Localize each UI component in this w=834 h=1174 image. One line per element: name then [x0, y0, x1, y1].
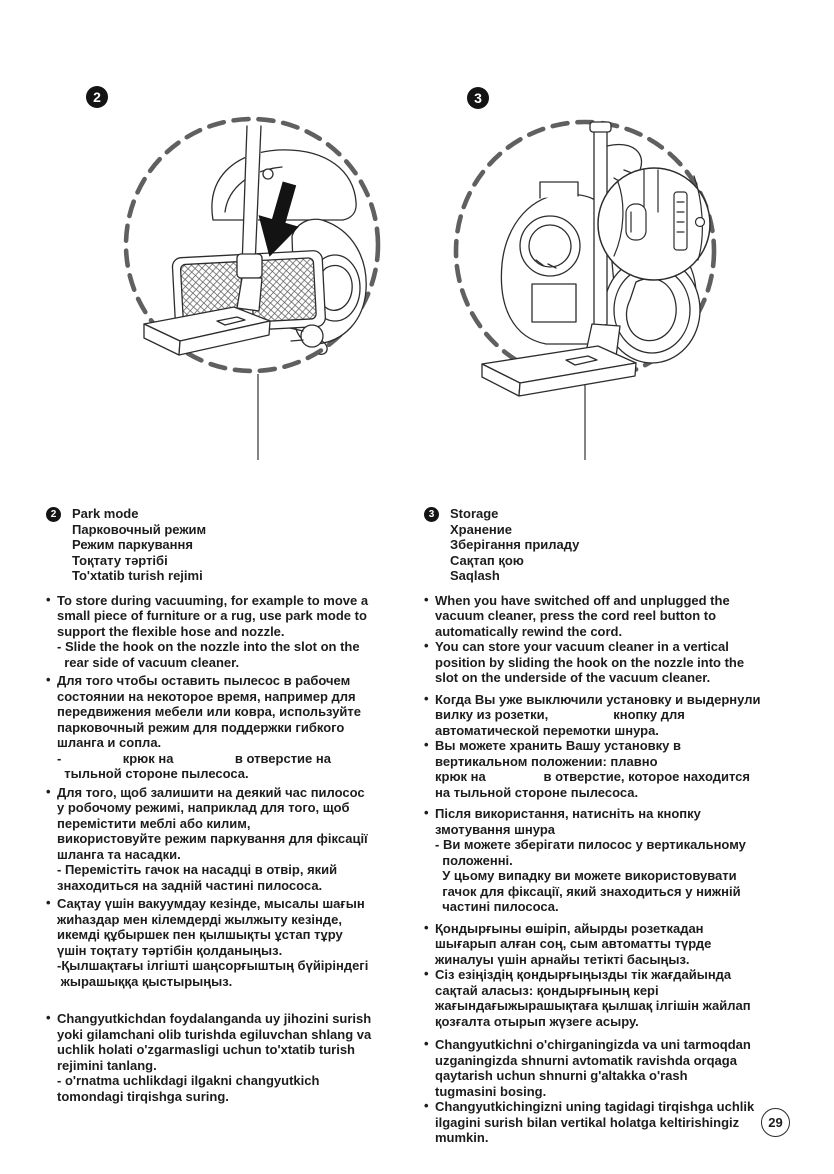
page-number: 29	[761, 1108, 790, 1137]
bullet-text: Після використання, натисніть на кнопку …	[435, 806, 746, 914]
bullet-text: Вы можете хранить Вашу установку в верти…	[435, 738, 750, 800]
instruction-bullet: • Когда Вы уже выключили установку и выд…	[424, 690, 820, 739]
instruction-bullet: • Для того, щоб залишити на деякий час п…	[46, 783, 404, 894]
bullet-text: When you have switched off and unplugged…	[435, 592, 730, 639]
storage-section: 3 Storage Хранение Зберігання приладу Са…	[424, 506, 820, 1146]
bullet-marker: •	[46, 672, 51, 687]
bullet-marker: •	[424, 1098, 429, 1113]
floor-nozzle	[481, 323, 637, 397]
instruction-bullet: • Changyutkichingizni uning tagidagi tir…	[424, 1098, 820, 1146]
instruction-bullet: • Changyutkichni o'chirganingizda va uni…	[424, 1036, 820, 1099]
bullet-marker: •	[424, 591, 429, 607]
section-heading: 2 Park mode Парковочный режим Режим парк…	[46, 506, 404, 584]
heading-line-en: Storage	[450, 506, 499, 521]
bullet-text: You can store your vacuum cleaner in a v…	[435, 639, 745, 685]
figure-storage-illustration	[453, 119, 717, 460]
vacuum-upright-art	[481, 121, 701, 397]
section-heading-lines: Park mode Парковочный режим Режим паркув…	[72, 506, 206, 584]
bullet-marker: •	[424, 919, 429, 935]
section-3-marker: 3	[424, 507, 439, 522]
bullet-marker: •	[46, 1010, 51, 1025]
vacuum-cleaner-art	[143, 125, 367, 356]
instruction-bullet: • Сақтау үшін вакуумдау кезінде, мысалы …	[46, 895, 404, 989]
bullet-text: Когда Вы уже выключили установку и выдер…	[435, 691, 761, 738]
instruction-list: • To store during vacuuming, for example…	[46, 591, 404, 1105]
bullet-marker: •	[424, 690, 429, 706]
instruction-list: • When you have switched off and unplugg…	[424, 591, 820, 1146]
heading-line-uk: Зберігання приладу	[450, 537, 580, 552]
bullet-marker: •	[46, 783, 51, 799]
wand-and-hook	[236, 125, 263, 312]
bullet-text: Сақтау үшін вакуумдау кезінде, мысалы ша…	[57, 896, 369, 989]
heading-line-en: Park mode	[72, 506, 139, 521]
heading-line-kk: Тоқтату тәртібі	[72, 552, 168, 568]
bullet-marker: •	[424, 805, 429, 820]
floor-nozzle	[143, 306, 271, 356]
bullet-marker: •	[424, 966, 429, 981]
dashed-frame-circle	[123, 116, 381, 374]
section-2-marker: 2	[46, 507, 61, 522]
bullet-text: Қондырғыны өшіріп, айырды розеткадан шығ…	[435, 920, 712, 967]
bullet-text: To store during vacuuming, for example t…	[57, 592, 369, 670]
instruction-bullet: • Вы можете хранить Вашу установку в вер…	[424, 737, 820, 800]
section-heading-lines: Storage Хранение Зберігання приладу Сақт…	[450, 506, 579, 584]
power-plug-icon	[289, 324, 328, 355]
heading-line-uz: To'xtatib turish rejimi	[72, 568, 203, 583]
figure-3-badge: 3	[467, 87, 489, 109]
bullet-text: Сіз езіңіздің қондырғыңызды тік жағдайын…	[435, 967, 751, 1029]
instruction-bullet: • You can store your vacuum cleaner in a…	[424, 638, 820, 686]
bullet-marker: •	[46, 895, 51, 910]
bullet-marker: •	[424, 1036, 429, 1051]
heading-line-ru: Парковочный режим	[72, 521, 207, 537]
instruction-bullet: • Після використання, натисніть на кнопк…	[424, 805, 820, 915]
instruction-bullet: • Changyutkichdan foydalanganda uy jihoz…	[46, 1010, 404, 1104]
figure-2-badge: 2	[86, 86, 108, 108]
instruction-bullet: • To store during vacuuming, for example…	[46, 591, 404, 671]
bullet-marker: •	[424, 737, 429, 752]
bullet-text: Для того чтобы оставить пылесос в рабоче…	[57, 673, 362, 781]
park-mode-section: 2 Park mode Парковочный режим Режим парк…	[46, 506, 404, 1104]
bullet-text: Для того, щоб залишити на деякий час пил…	[57, 784, 368, 893]
bullet-text: Changyutkichdan foydalanganda uy jihozin…	[57, 1011, 372, 1104]
inset-detail-circle	[597, 167, 711, 281]
section-heading: 3 Storage Хранение Зберігання приладу Са…	[424, 506, 820, 584]
bullet-text: Changyutkichni o'chirganingizda va uni t…	[435, 1037, 751, 1099]
instruction-bullet: • Сіз езіңіздің қондырғыңызды тік жағдай…	[424, 966, 820, 1029]
heading-line-kk: Сақтап қою	[450, 552, 524, 568]
instruction-bullet: • Для того чтобы оставить пылесос в рабо…	[46, 672, 404, 782]
bullet-marker: •	[424, 638, 429, 653]
heading-line-ru: Хранение	[450, 521, 512, 537]
bullet-text: Changyutkichingizni uning tagidagi tirqi…	[435, 1099, 755, 1145]
instruction-bullet: • When you have switched off and unplugg…	[424, 591, 820, 640]
instruction-bullet: • Қондырғыны өшіріп, айырды розеткадан ш…	[424, 919, 820, 968]
figure-park-mode-illustration	[123, 116, 381, 460]
down-arrow-icon	[258, 181, 299, 257]
bullet-marker: •	[46, 591, 51, 607]
heading-line-uk: Режим паркування	[72, 537, 193, 552]
heading-line-uz: Saqlash	[450, 568, 500, 583]
